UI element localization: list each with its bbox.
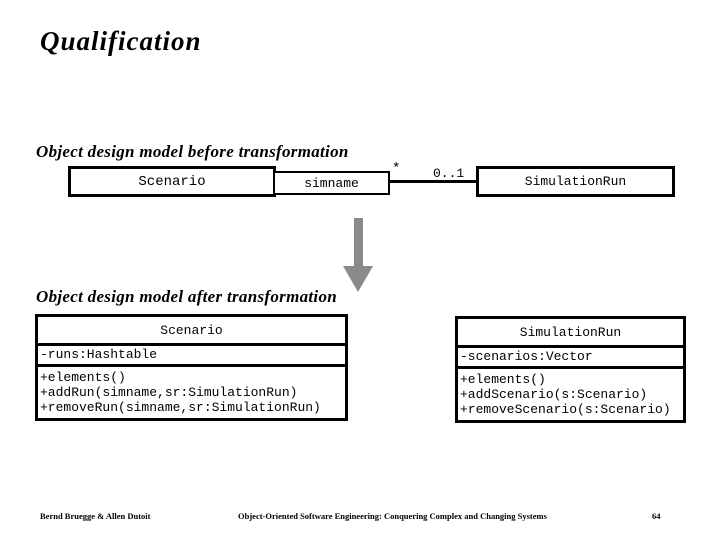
- transformation-arrow-shaft: [354, 218, 363, 268]
- scenario-class-box-after: Scenario -runs:Hashtable +elements() +ad…: [35, 314, 348, 421]
- attributes-compartment: -scenarios:Vector: [458, 345, 683, 366]
- class-name-label: SimulationRun: [524, 174, 627, 189]
- page-title: Qualification: [40, 26, 202, 56]
- transformation-arrow-down-icon: [343, 266, 373, 292]
- methods-compartment: +elements() +addScenario(s:Scenario) +re…: [458, 366, 683, 420]
- multiplicity-many-label: *: [392, 161, 401, 177]
- after-section-heading: Object design model after transformation: [36, 287, 337, 306]
- footer-page-number: 64: [652, 511, 661, 521]
- class-name-label: SimulationRun: [519, 325, 622, 340]
- method-line: +elements(): [460, 372, 546, 387]
- method-line: +removeRun(simname,sr:SimulationRun): [40, 400, 321, 415]
- association-line: [388, 180, 478, 183]
- qualifier-simname-box: simname: [273, 171, 390, 195]
- attribute-line: -scenarios:Vector: [460, 349, 593, 364]
- method-line: +elements(): [40, 370, 126, 385]
- qualifier-label: simname: [304, 175, 359, 191]
- method-line: +removeScenario(s:Scenario): [460, 402, 671, 417]
- simulationrun-class-box-before: SimulationRun: [476, 166, 675, 197]
- before-section-heading: Object design model before transformatio…: [36, 142, 349, 161]
- multiplicity-range-label: 0..1: [433, 166, 465, 181]
- attributes-compartment: -runs:Hashtable: [38, 343, 345, 364]
- class-name-label: Scenario: [138, 173, 206, 190]
- simulationrun-class-box-after: SimulationRun -scenarios:Vector +element…: [455, 316, 686, 423]
- class-name-label: Scenario: [160, 323, 223, 338]
- attribute-line: -runs:Hashtable: [40, 347, 158, 362]
- method-line: +addRun(simname,sr:SimulationRun): [40, 385, 298, 400]
- footer-authors: Bernd Bruegge & Allen Dutoit: [40, 511, 151, 521]
- scenario-class-box-before: Scenario: [68, 166, 276, 197]
- methods-compartment: +elements() +addRun(simname,sr:Simulatio…: [38, 364, 345, 418]
- method-line: +addScenario(s:Scenario): [460, 387, 648, 402]
- footer-book-title: Object-Oriented Software Engineering: Co…: [238, 511, 547, 521]
